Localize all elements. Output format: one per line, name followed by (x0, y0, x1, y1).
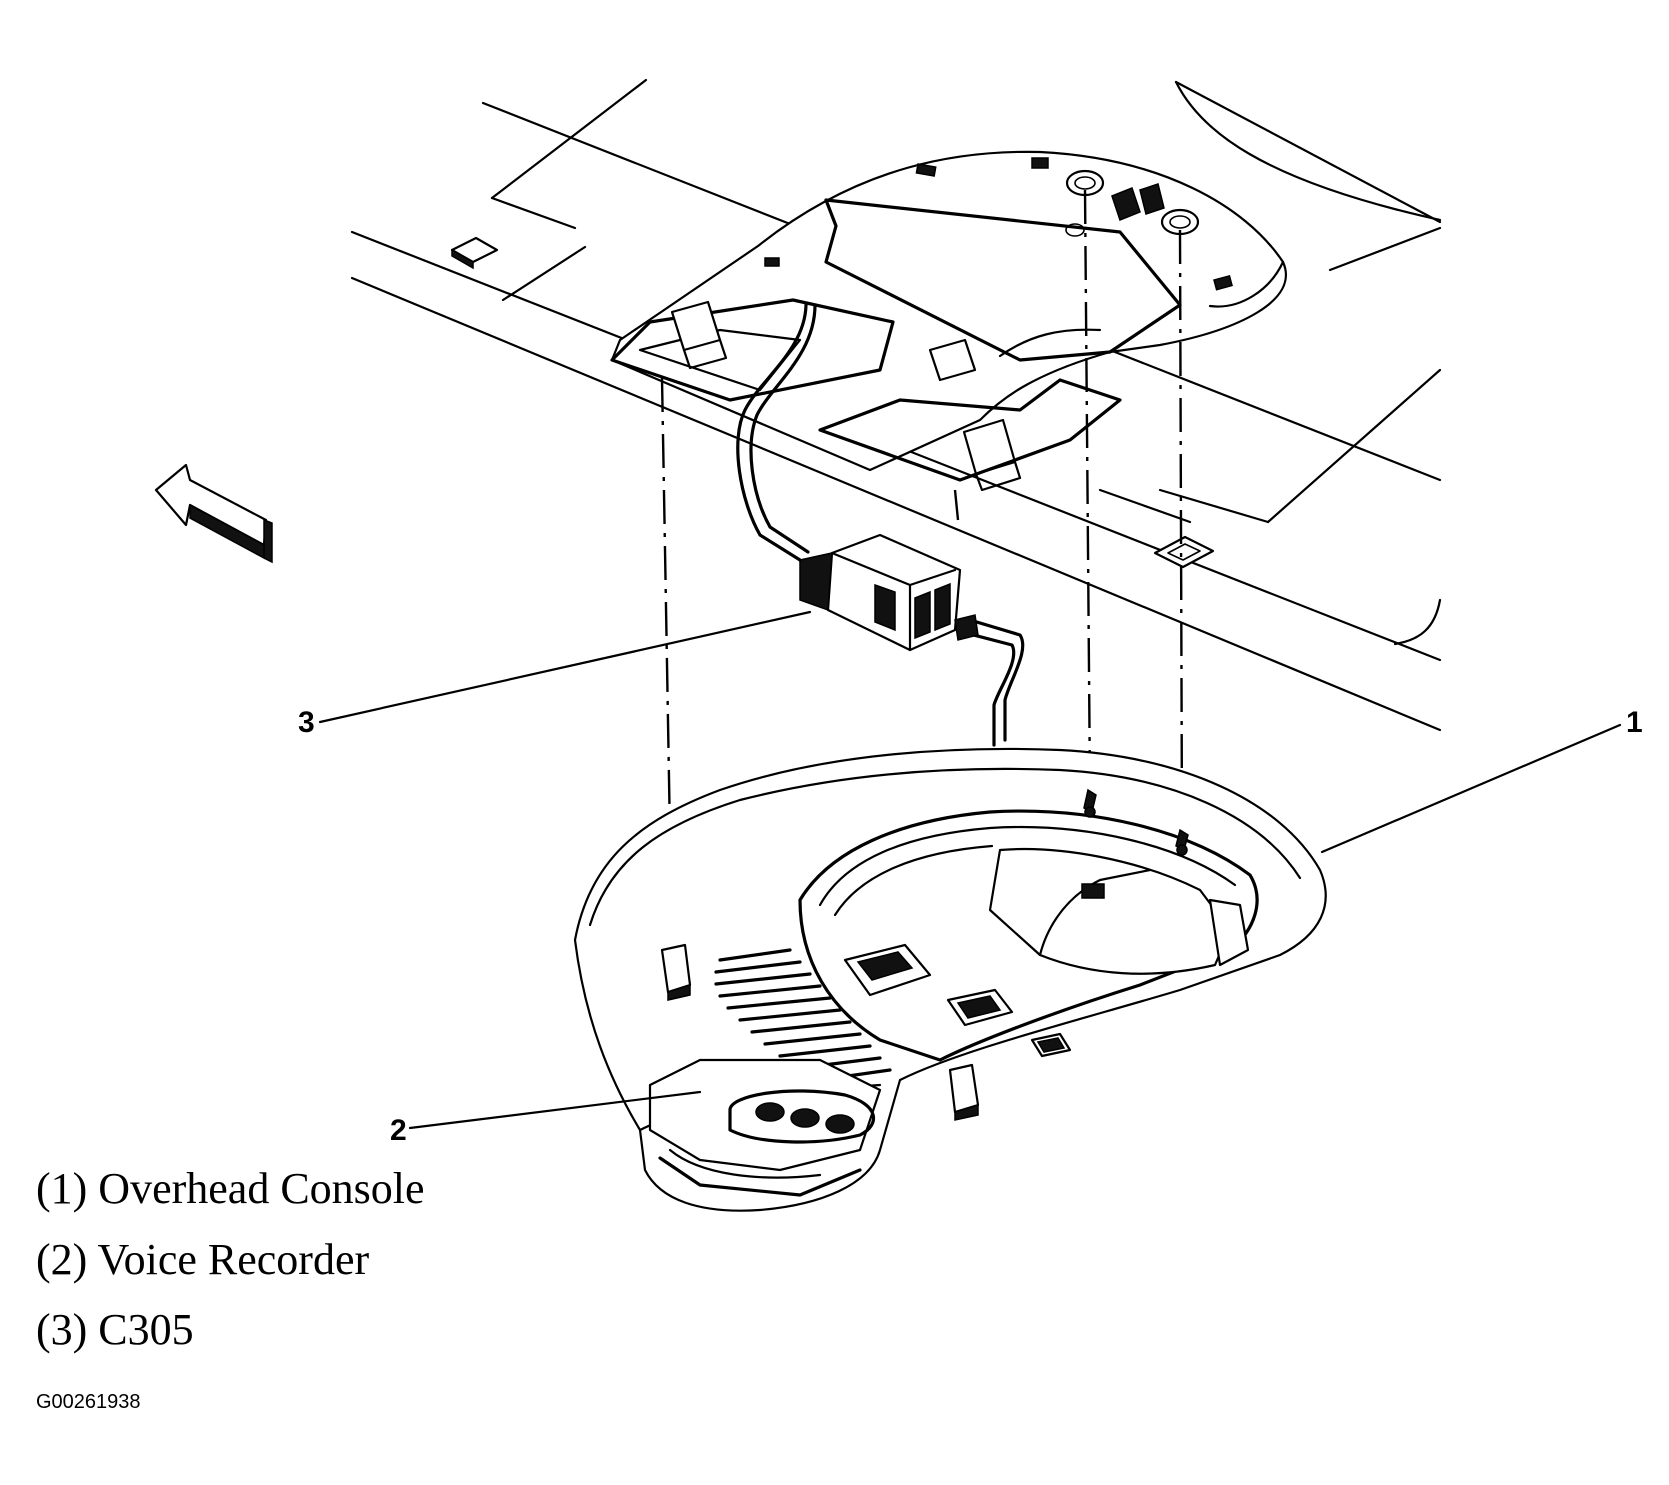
legend-item-overhead-console: (1) Overhead Console (36, 1164, 425, 1213)
roof-panel (350, 78, 1442, 732)
callout-2: 2 (390, 1114, 407, 1147)
legend-item-voice-recorder: (2) Voice Recorder (36, 1235, 370, 1284)
wiring-harness (736, 303, 1025, 747)
voice-recorder (648, 1058, 882, 1197)
leader-lines (318, 610, 1622, 1130)
roof-bracket (610, 150, 1287, 492)
callout-3: 3 (298, 706, 315, 739)
legend-item-c305: (3) C305 (36, 1305, 194, 1354)
figure-id: G00261938 (36, 1391, 141, 1413)
vent-grille (714, 948, 892, 1082)
direction-arrow-icon (154, 463, 273, 564)
callout-1: 1 (1626, 706, 1643, 739)
